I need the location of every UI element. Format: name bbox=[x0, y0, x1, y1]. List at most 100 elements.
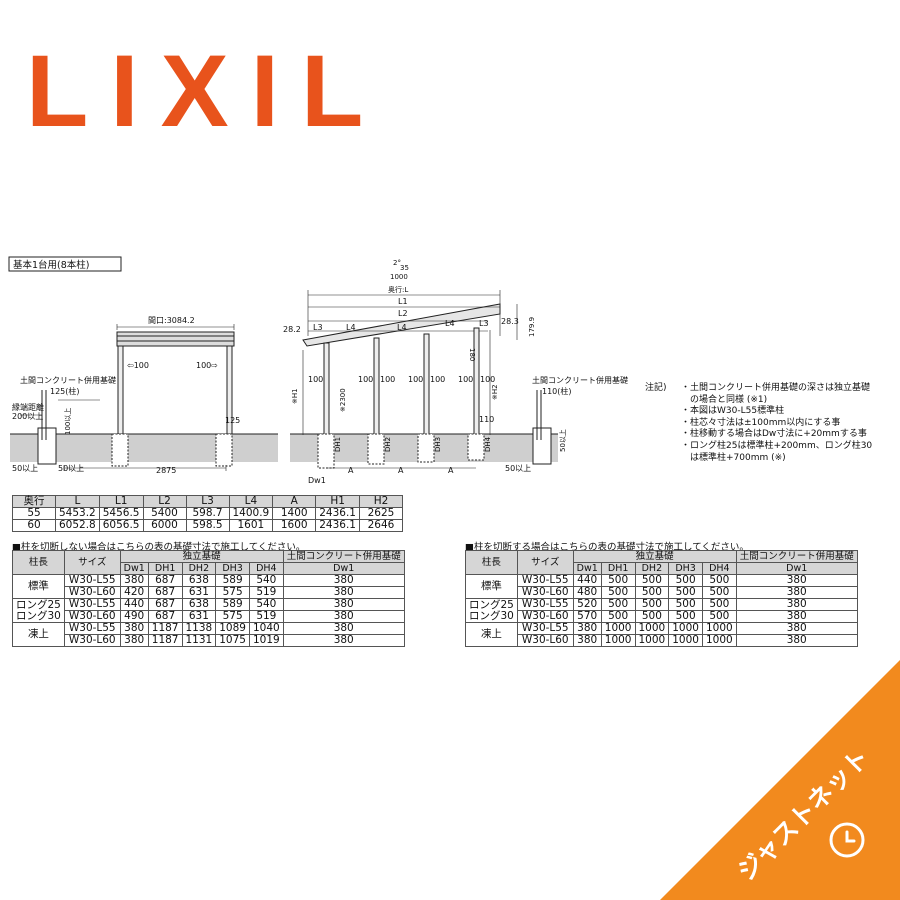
svg-text:A: A bbox=[448, 466, 454, 475]
table-cell: 570 bbox=[572, 610, 602, 623]
svg-text:A: A bbox=[348, 466, 354, 475]
svg-text:125(柱): 125(柱) bbox=[50, 386, 80, 396]
carport-elevation-drawing: 基本1台用(8本柱) 間口:3084.2 ⇦100 100⇨ 125 土間コンク… bbox=[8, 256, 628, 485]
table-cell: 1187 bbox=[147, 622, 183, 635]
col-header: 柱長 bbox=[12, 550, 65, 575]
drawing-title: 基本1台用(8本柱) bbox=[13, 259, 90, 271]
table-cell: 1000 bbox=[600, 622, 636, 635]
col-header: 土間コンクリート併用基礎 bbox=[735, 550, 858, 563]
svg-text:50以上: 50以上 bbox=[58, 464, 84, 473]
pillar-length: 凍上 bbox=[12, 622, 65, 647]
table-cell: 589 bbox=[215, 574, 250, 587]
table-cell: 519 bbox=[248, 586, 284, 599]
table-cell: 1131 bbox=[181, 634, 217, 647]
svg-text:縁端距離: 縁端距離 bbox=[12, 402, 44, 412]
svg-text:A: A bbox=[398, 466, 404, 475]
svg-text:179.9: 179.9 bbox=[528, 317, 536, 337]
table-header-row: 柱長サイズ独立基礎土間コンクリート併用基礎 bbox=[465, 550, 858, 575]
table-cell: 1075 bbox=[215, 634, 250, 647]
table-cell: 687 bbox=[147, 586, 183, 599]
col-header: A bbox=[272, 495, 317, 508]
svg-text:100: 100 bbox=[408, 375, 423, 384]
table-cell: 380 bbox=[735, 598, 858, 611]
svg-text:125: 125 bbox=[225, 416, 240, 425]
table-cell: 380 bbox=[572, 622, 602, 635]
table-cell: 440 bbox=[119, 598, 149, 611]
svg-text:DH4: DH4 bbox=[484, 436, 492, 452]
note-line: ・土間コンクリート併用基礎の深さは独立基礎 bbox=[681, 383, 871, 393]
svg-text:110: 110 bbox=[479, 415, 494, 424]
svg-text:100⇨: 100⇨ bbox=[196, 361, 218, 370]
svg-text:180: 180 bbox=[468, 348, 476, 361]
table-header-row: 奥行 L L1 L2 L3 L4 A H1 H2 bbox=[12, 495, 403, 508]
table-cell: 500 bbox=[701, 598, 737, 611]
table-cell: 638 bbox=[181, 598, 217, 611]
table-cell: 1040 bbox=[248, 622, 284, 635]
svg-text:DH3: DH3 bbox=[434, 437, 442, 452]
svg-text:土間コンクリート併用基礎: 土間コンクリート併用基礎 bbox=[20, 375, 116, 385]
col-header: DH4 bbox=[701, 562, 737, 575]
table-cell: 500 bbox=[701, 586, 737, 599]
table-cell: 687 bbox=[147, 610, 183, 623]
table-cell: 500 bbox=[634, 598, 670, 611]
pillar-length: 標準 bbox=[465, 574, 518, 599]
col-header: H1 bbox=[315, 495, 360, 508]
svg-text:2°: 2° bbox=[393, 259, 401, 267]
table-cell: 1187 bbox=[147, 634, 183, 647]
table-cell: 631 bbox=[181, 586, 217, 599]
banner-triangle bbox=[660, 660, 900, 900]
table-cell: 1089 bbox=[215, 622, 250, 635]
pillar-length: ロング25 ロング30 bbox=[12, 598, 65, 623]
svg-text:100: 100 bbox=[308, 375, 323, 384]
col-header: DH4 bbox=[248, 562, 284, 575]
table-cell: 380 bbox=[282, 586, 405, 599]
col-header: DH2 bbox=[181, 562, 217, 575]
notes: 注記)・土間コンクリート併用基礎の深さは独立基礎 の場合と同様 (※1) ・本図… bbox=[645, 383, 895, 464]
table-cell: W30-L60 bbox=[516, 586, 574, 599]
table-cell: 500 bbox=[600, 598, 636, 611]
drawing-title-box bbox=[8, 256, 122, 272]
table-cell: W30-L60 bbox=[516, 610, 574, 623]
col-header: Dw1 bbox=[572, 562, 602, 575]
table-cell: 500 bbox=[701, 610, 737, 623]
table-cell: 520 bbox=[572, 598, 602, 611]
table-cell: 1000 bbox=[600, 634, 636, 647]
svg-text:間口:3084.2: 間口:3084.2 bbox=[148, 316, 195, 325]
svg-text:L3: L3 bbox=[479, 319, 489, 328]
note-line: の場合と同様 (※1) bbox=[681, 394, 768, 405]
justnet-corner-banner: ジャストネット bbox=[660, 660, 900, 900]
lixil-logo: LIXIL bbox=[26, 34, 386, 148]
col-header: 独立基礎 bbox=[119, 550, 284, 563]
svg-text:35: 35 bbox=[400, 264, 409, 272]
svg-text:※H1: ※H1 bbox=[291, 388, 299, 404]
table-cell: 500 bbox=[600, 574, 636, 587]
table-cell: 1019 bbox=[248, 634, 284, 647]
table-cell: 380 bbox=[735, 622, 858, 635]
svg-text:28.3: 28.3 bbox=[501, 317, 519, 326]
svg-text:2875: 2875 bbox=[156, 466, 176, 475]
col-header: H2 bbox=[359, 495, 403, 508]
svg-text:110(柱): 110(柱) bbox=[542, 386, 572, 396]
pillar-length: 標準 bbox=[12, 574, 65, 599]
col-header: L4 bbox=[228, 495, 274, 508]
table-cell: 380 bbox=[735, 610, 858, 623]
table-cell: W30-L60 bbox=[516, 634, 574, 647]
clock-icon bbox=[829, 822, 865, 858]
svg-text:100: 100 bbox=[380, 375, 395, 384]
table-cell: 687 bbox=[147, 598, 183, 611]
svg-text:100: 100 bbox=[430, 375, 445, 384]
note-line: ・ロング柱25は標準柱+200mm、ロング柱30 bbox=[681, 440, 873, 451]
col-header: DH3 bbox=[215, 562, 250, 575]
col-header: DH1 bbox=[147, 562, 183, 575]
table-cell: 1000 bbox=[634, 634, 670, 647]
table-cell: 420 bbox=[119, 586, 149, 599]
